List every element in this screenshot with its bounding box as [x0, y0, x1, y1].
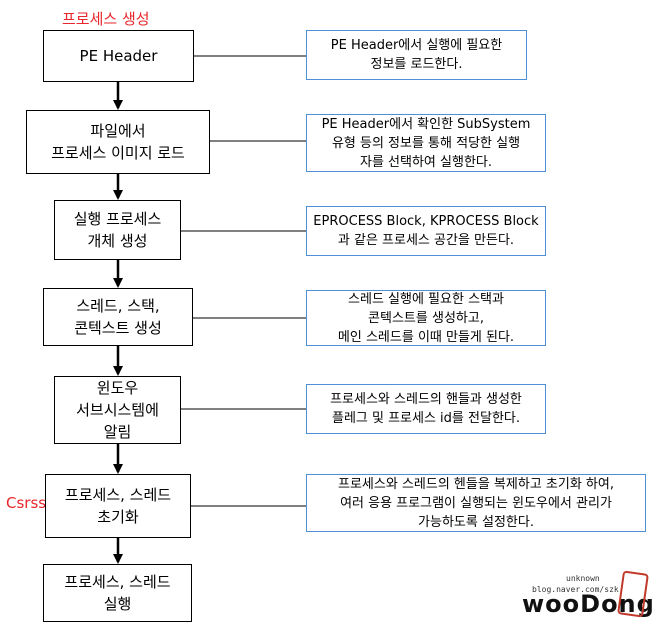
step-create-thread: 스레드, 스택, 콘텍스트 생성 — [43, 288, 193, 346]
step-notify-subsystem: 윈도우 서브시스템에 알림 — [54, 376, 181, 444]
note-notify-subsystem: 프로세스와 스레드의 핸들과 생성한 플레그 및 프로세스 id를 전달한다. — [306, 384, 546, 434]
note-create-thread: 스레드 실행에 필요한 스택과 콘텍스트를 생성하고, 메인 스레드를 이때 만… — [306, 290, 546, 346]
watermark-logo: wooDong — [522, 590, 655, 618]
note-pe-header: PE Header에서 실행에 필요한 정보를 로드한다. — [306, 30, 527, 80]
step-create-process-object: 실행 프로세스 개체 생성 — [54, 200, 181, 260]
note-load-image: PE Header에서 확인한 SubSystem 유형 등의 정보를 통해 적… — [306, 114, 546, 172]
side-label: Csrss — [6, 494, 47, 512]
note-create-process-object: EPROCESS Block, KPROCESS Block 과 같은 프로세스… — [306, 206, 546, 256]
watermark: unknown blog.naver.com/szk wooDong — [522, 570, 654, 620]
step-execute: 프로세스, 스레드 실행 — [43, 564, 192, 622]
step-pe-header: PE Header — [43, 30, 194, 82]
watermark-tag: unknown — [566, 574, 600, 583]
step-load-image: 파일에서 프로세스 이미지 로드 — [26, 110, 210, 174]
watermark-url: blog.naver.com/szk — [532, 585, 619, 594]
note-initialize: 프로세스와 스레드의 헨들을 복제하고 초기화 하여, 여러 응용 프로그램이 … — [306, 474, 646, 532]
diagram-title: 프로세스 생성 — [62, 10, 150, 28]
step-initialize: 프로세스, 스레드 초기화 — [45, 474, 191, 538]
